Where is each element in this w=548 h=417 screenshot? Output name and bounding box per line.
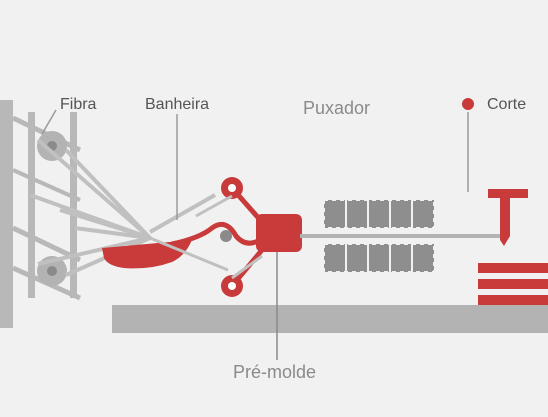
puxador-label: Puxador <box>303 98 371 118</box>
puller-top-track <box>323 199 435 229</box>
fibra-leader <box>41 109 57 135</box>
pre-mold-block <box>256 214 302 252</box>
base-platform <box>112 305 548 333</box>
fiber-spool-top <box>37 131 67 161</box>
cutter-blade <box>488 189 528 246</box>
banheira-label: Banheira <box>145 96 210 113</box>
pre-molde-label: Pré-molde <box>233 362 317 382</box>
fiber-strands <box>29 138 216 277</box>
cut-profiles-stack <box>478 263 548 305</box>
guide-strands <box>149 194 263 280</box>
corte-label: Corte <box>487 96 527 113</box>
fiber-rack <box>0 100 82 328</box>
fibra-label: Fibra <box>60 96 97 113</box>
corte-marker <box>462 98 474 110</box>
puller-bottom-track <box>323 243 435 273</box>
guide-rollers <box>171 177 264 297</box>
